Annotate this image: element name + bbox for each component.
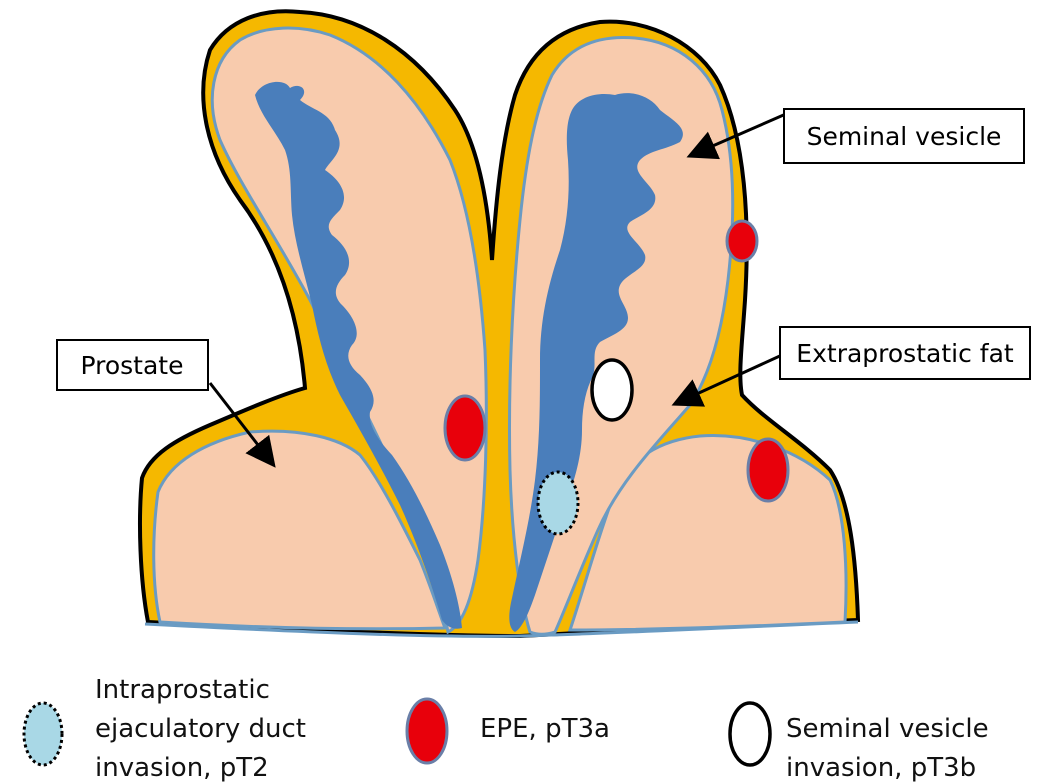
epe-marker-lower-right: [748, 439, 788, 501]
legend-epe-label: EPE, pT3a: [480, 714, 610, 744]
epe-marker-center: [445, 396, 485, 460]
legend-epe-swatch: [407, 699, 447, 763]
label-extraprostatic-fat: Extraprostatic fat: [780, 327, 1030, 379]
legend-intraprostatic-line1: Intraprostatic: [95, 675, 270, 705]
label-prostate: Prostate: [57, 340, 208, 390]
label-extraprostatic-fat-text: Extraprostatic fat: [796, 339, 1014, 368]
legend-intraprostatic-line2: ejaculatory duct: [95, 714, 306, 744]
legend: Intraprostatic ejaculatory duct invasion…: [24, 675, 989, 783]
intraprostatic-marker: [538, 472, 578, 534]
legend-sv-invasion-line2: invasion, pT3b: [786, 753, 976, 783]
label-prostate-text: Prostate: [81, 351, 184, 380]
epe-marker-upper-right: [727, 221, 757, 261]
legend-intraprostatic-swatch: [24, 703, 62, 765]
legend-sv-invasion-line1: Seminal vesicle: [786, 714, 989, 744]
label-seminal-vesicle-text: Seminal vesicle: [807, 122, 1002, 151]
label-seminal-vesicle: Seminal vesicle: [784, 109, 1024, 163]
sv-invasion-marker: [592, 360, 632, 420]
legend-intraprostatic-line3: invasion, pT2: [95, 753, 269, 783]
legend-sv-invasion-swatch: [730, 703, 770, 765]
